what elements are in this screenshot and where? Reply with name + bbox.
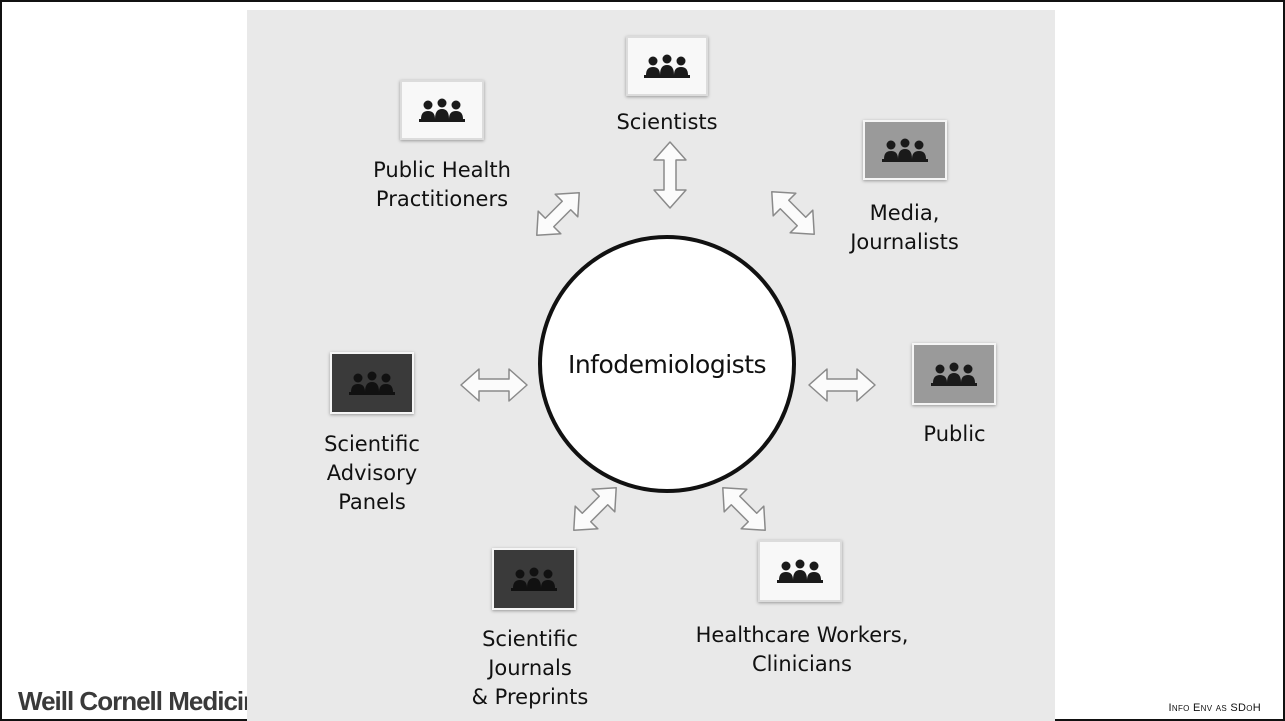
logo-text: Weill Cornell Medicine xyxy=(18,685,247,716)
journals-label: Scientific Journals & Preprints xyxy=(471,627,589,709)
journals-arrow-icon xyxy=(573,487,617,531)
scientists-arrow-icon xyxy=(653,141,687,209)
public-label: Public xyxy=(923,422,986,446)
weill-cornell-logo: Weill Cornell Medicine xyxy=(12,684,247,718)
people-glyph xyxy=(419,98,465,122)
people-glyph xyxy=(777,559,823,583)
public-health-group-icon xyxy=(400,80,484,140)
public-group-icon xyxy=(912,343,996,405)
media-group-icon xyxy=(863,120,947,180)
footer-tag: Info Env as SDoH xyxy=(1168,702,1261,714)
advisory-arrow-icon xyxy=(460,368,528,402)
scientists-label: Scientists xyxy=(616,110,718,134)
advisory-label: Scientific Advisory Panels xyxy=(324,432,420,514)
public-arrow-icon xyxy=(808,368,876,402)
media-arrow-icon xyxy=(771,191,815,235)
people-glyph xyxy=(511,567,557,591)
healthcare-label: Healthcare Workers, Clinicians xyxy=(695,623,909,676)
people-glyph xyxy=(349,371,395,395)
journals-group-icon xyxy=(492,548,576,610)
people-glyph xyxy=(931,362,977,386)
media-label: Media, Journalists xyxy=(850,201,959,254)
people-glyph xyxy=(882,138,928,162)
public-health-arrow-icon xyxy=(536,192,580,236)
healthcare-arrow-icon xyxy=(722,487,766,531)
advisory-group-icon xyxy=(330,352,414,414)
people-glyph xyxy=(644,54,690,78)
center-label: Infodemiologists xyxy=(567,349,767,379)
public-health-label: Public Health Practitioners xyxy=(373,158,511,211)
healthcare-group-icon xyxy=(758,540,842,602)
scientists-group-icon xyxy=(626,36,708,96)
center-circle: Infodemiologists xyxy=(538,235,796,493)
